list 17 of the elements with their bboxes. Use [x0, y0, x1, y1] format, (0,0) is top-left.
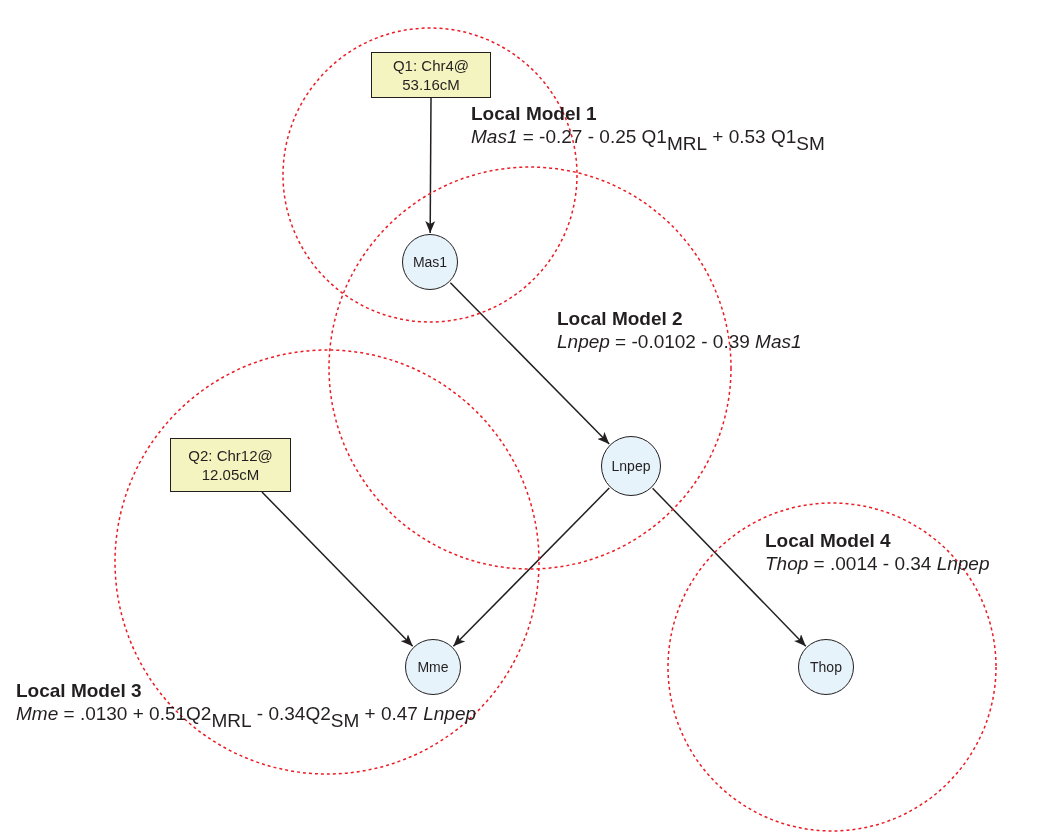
model-heading: Local Model 4: [765, 530, 891, 552]
model-heading: Local Model 3: [16, 680, 142, 702]
model-equation: Thop = .0014 - 0.34 Lnpep: [765, 552, 990, 576]
gene-node: Mas1: [402, 234, 458, 290]
arrow: [261, 491, 414, 647]
arrow: [452, 487, 610, 648]
model-heading: Local Model 1: [471, 103, 597, 125]
gene-node: Mme: [405, 639, 461, 695]
locus-box: Q1: Chr4@ 53.16cM: [371, 52, 491, 98]
locus-box: Q2: Chr12@ 12.05cM: [170, 438, 291, 492]
model-equation: Lnpep = -0.0102 - 0.39 Mas1: [557, 330, 802, 354]
arrow: [425, 97, 436, 234]
arrow: [449, 281, 610, 445]
gene-node: Lnpep: [601, 436, 661, 496]
arrow: [651, 487, 807, 647]
model-heading: Local Model 2: [557, 308, 683, 330]
gene-node: Thop: [798, 639, 854, 695]
